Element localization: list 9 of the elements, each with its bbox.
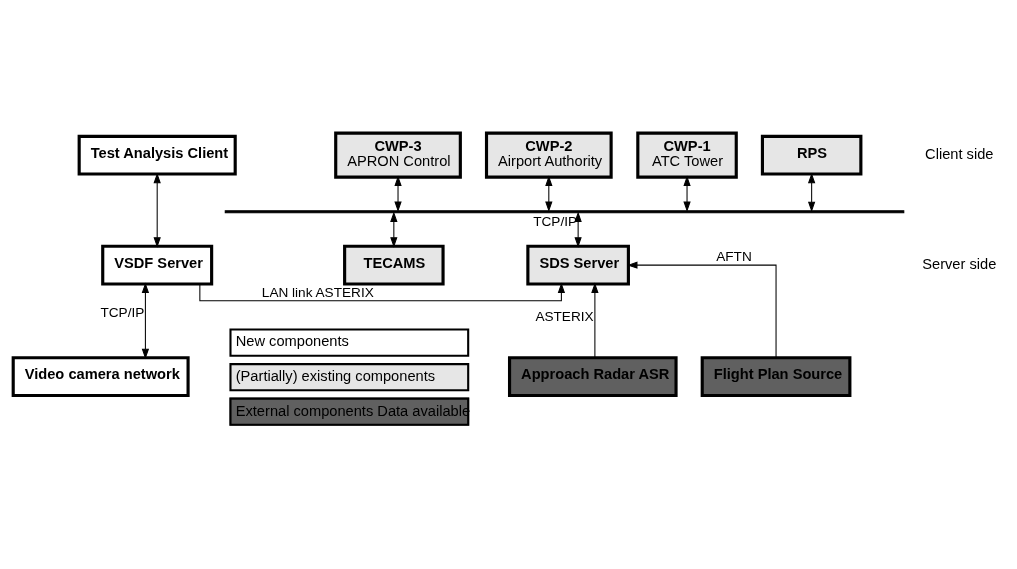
label: Server side [922,256,997,272]
edge-label: TCP/IP [533,213,578,229]
label: Client side [925,146,994,163]
legend-label: (Partially) existing components [235,368,436,385]
edge-label: LAN link ASTERIX [261,284,374,300]
edge-label: ASTERIX [535,309,594,325]
legend-label: New components [235,333,349,350]
edge-label: TCP/IP [100,305,145,321]
edge-label: AFTN [716,249,752,265]
